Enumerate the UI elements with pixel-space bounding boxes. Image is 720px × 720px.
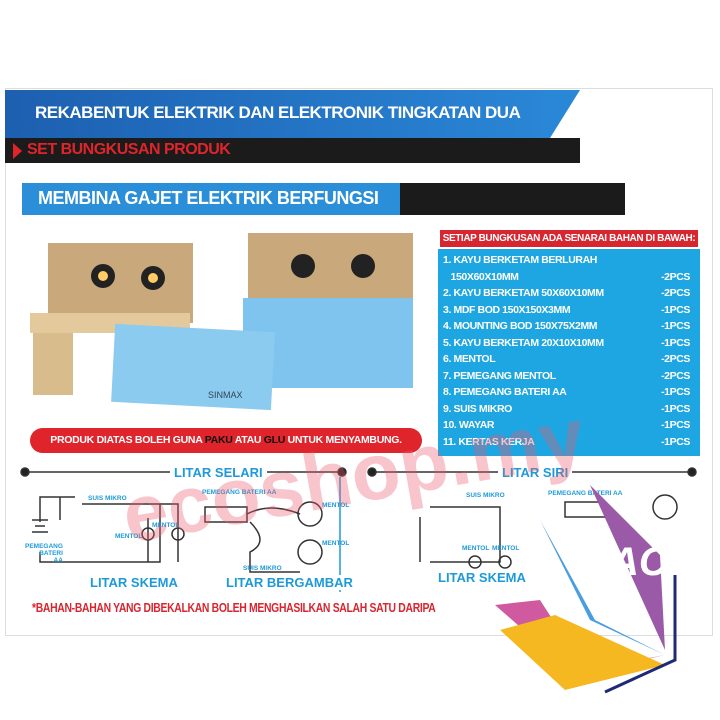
list-item: 6. MENTOL -2PCS [438, 351, 700, 368]
lamp-label: MENTOL [152, 522, 180, 529]
list-item: 150X60X10MM -2PCS [438, 269, 700, 286]
list-item: 2. KAYU BERKETAM 50X60X10MM -2PCS [438, 285, 700, 302]
list-item: 4. MOUNTING BOD 150X75X2MM -1PCS [438, 318, 700, 335]
series-title: LITAR SIRI [498, 464, 573, 482]
item-qty: -2PCS [661, 270, 690, 283]
note-text: UNTUK MENYAMBUNG. [285, 434, 402, 446]
logo-text: AC [609, 540, 669, 584]
brand-label: SINMAX [208, 390, 243, 400]
note-nail: PAKU [204, 434, 233, 446]
item-name: 150X60X10MM [443, 270, 519, 283]
section-title: MEMBINA GAJET ELEKTRIK BERFUNGSI [22, 183, 400, 215]
list-item: 3. MDF BOD 150X150X3MM -1PCS [438, 302, 700, 319]
list-item: 10. WAYAR -1PCS [438, 417, 700, 434]
item-name: 8. PEMEGANG BATERI AA [443, 386, 567, 398]
item-qty: -2PCS [661, 353, 690, 365]
subtitle-bar: SET BUNGKUSAN PRODUK [5, 138, 580, 163]
list-item: 9. SUIS MIKRO -1PCS [438, 401, 700, 418]
item-name: 7. PEMEGANG MENTOL [443, 369, 556, 382]
assembly-note: PRODUK DIATAS BOLEH GUNA PAKU ATAU GLU U… [30, 428, 422, 453]
item-qty: -1PCS [661, 336, 690, 349]
item-qty: -2PCS [661, 287, 690, 299]
item-qty: -1PCS [661, 402, 690, 415]
page-title: REKABENTUK ELEKTRIK DAN ELEKTRONIK TINGK… [5, 90, 580, 138]
materials-heading: SETIAP BUNGKUSAN ADA SENARAI BAHAN DI BA… [438, 228, 700, 249]
switch-label: SUIS MIKRO [466, 492, 505, 499]
footnote: *BAHAN-BAHAN YANG DIBEKALKAN BOLEH MENGH… [32, 600, 436, 615]
note-text: PRODUK DIATAS BOLEH GUNA [50, 434, 205, 446]
list-item: 5. KAYU BERKETAM 20X10X10MM -1PCS [438, 335, 700, 352]
materials-list: SETIAP BUNGKUSAN ADA SENARAI BAHAN DI BA… [438, 228, 700, 456]
pictorial-label: LITAR BERGAMBAR [222, 575, 357, 590]
lamp-label: MENTOL [322, 540, 350, 547]
holder-label: PEMEGANG BATERI AA [202, 489, 277, 496]
parallel-title-text: LITAR SELARI [170, 465, 267, 480]
lamp-label: MENTOL [462, 545, 490, 552]
holder-label: PEMEGANG BATERI AA [548, 490, 623, 497]
section-title-bar [400, 183, 625, 215]
item-name: 3. MDF BOD 150X150X3MM [443, 303, 571, 316]
schema-label: LITAR SKEMA [86, 575, 182, 590]
item-name: 11. KERTAS KERJA [443, 435, 535, 448]
item-name: 9. SUIS MIKRO [443, 402, 512, 415]
item-qty: -1PCS [661, 320, 690, 332]
subtitle: SET BUNGKUSAN PRODUK [27, 141, 231, 158]
item-qty: -1PCS [661, 386, 690, 398]
item-name: 4. MOUNTING BOD 150X75X2MM [443, 320, 598, 332]
product-photo: SINMAX [30, 233, 413, 411]
schema-label: LITAR SKEMA [434, 570, 530, 585]
item-name: 1. KAYU BERKETAM BERLURAH [443, 254, 597, 266]
lamp-label: MENTOL [115, 533, 143, 540]
list-item: 7. PEMEGANG MENTOL -2PCS [438, 368, 700, 385]
list-item: 8. PEMEGANG BATERI AA -1PCS [438, 384, 700, 401]
item-qty: -2PCS [661, 369, 690, 382]
item-name: 5. KAYU BERKETAM 20X10X10MM [443, 336, 604, 349]
lamp-label: MENTOL [492, 545, 520, 552]
lamp-label: MENTOL [322, 502, 350, 509]
note-glue: GLU [263, 434, 286, 446]
switch-label: SUIS MIKRO [88, 495, 127, 502]
switch-label: SUIS MIKRO [243, 565, 282, 572]
item-name: 10. WAYAR [443, 419, 495, 431]
list-item: 1. KAYU BERKETAM BERLURAH [438, 252, 700, 269]
series-title-text: LITAR SIRI [498, 465, 573, 480]
item-name: 6. MENTOL [443, 353, 496, 365]
ac-logo: AC [495, 485, 677, 694]
item-qty: -1PCS [661, 419, 690, 431]
item-name: 2. KAYU BERKETAM 50X60X10MM [443, 287, 604, 299]
list-item: 11. KERTAS KERJA -1PCS [438, 434, 700, 451]
parallel-title: LITAR SELARI [170, 464, 267, 482]
item-qty: -1PCS [661, 303, 690, 316]
note-text: ATAU [232, 434, 264, 446]
arrow-icon [13, 143, 22, 159]
item-qty: -1PCS [661, 435, 690, 448]
